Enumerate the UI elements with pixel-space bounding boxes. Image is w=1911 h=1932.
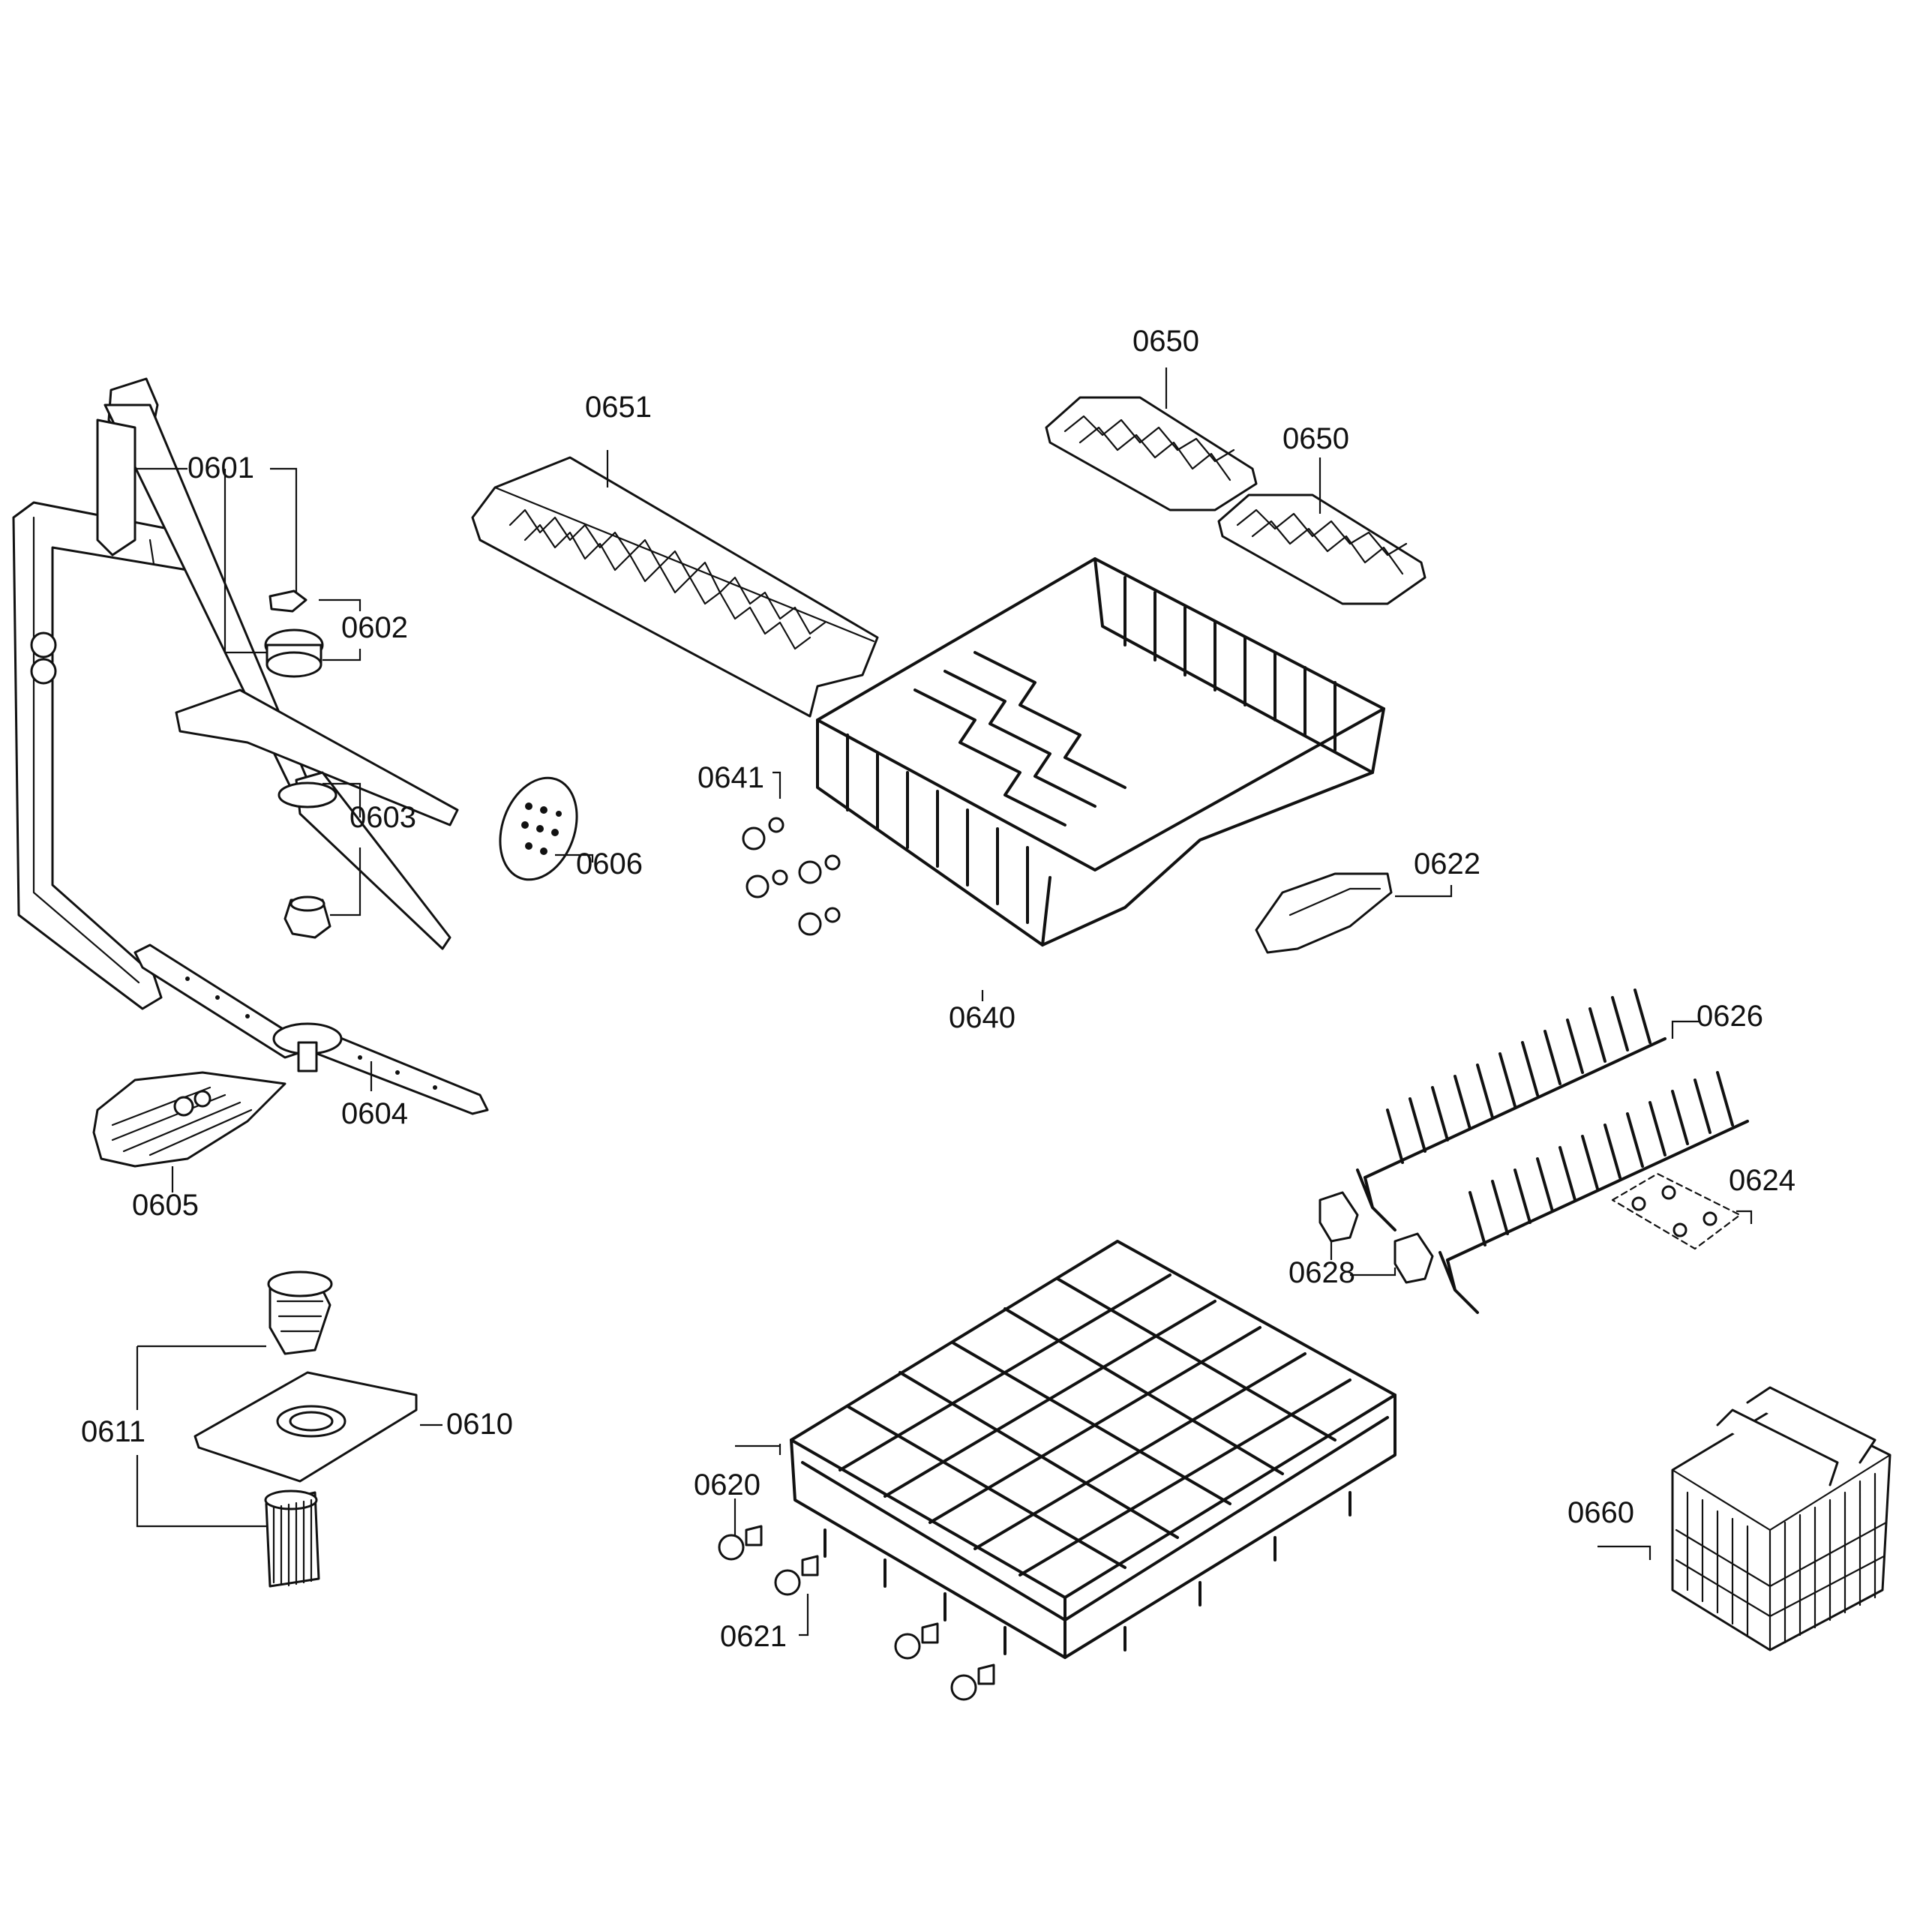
callout-labels: 0601 0602 0603 0604 0605 0606 0610 0611 … xyxy=(81,325,1796,1653)
callout-0650-lower: 0650 xyxy=(1282,422,1349,455)
callout-0651: 0651 xyxy=(585,391,652,424)
callout-0610: 0610 xyxy=(446,1408,513,1441)
callout-0624: 0624 xyxy=(1729,1164,1796,1197)
callout-0611: 0611 xyxy=(81,1415,146,1448)
part-rack-insert-a xyxy=(1045,396,1258,512)
callout-0603: 0603 xyxy=(350,801,416,834)
callout-0601: 0601 xyxy=(188,452,254,484)
leader-lines xyxy=(134,368,1753,1636)
callout-0628: 0628 xyxy=(1288,1256,1355,1289)
part-arm-bearing xyxy=(264,590,324,678)
part-micro-filter xyxy=(92,1071,286,1168)
part-rack-handle xyxy=(1255,872,1393,954)
part-filter-assembly xyxy=(194,1270,418,1588)
part-filter-disc xyxy=(499,776,578,881)
callout-0605: 0605 xyxy=(132,1189,199,1222)
part-upper-spray-arm xyxy=(96,377,459,950)
callout-0641: 0641 xyxy=(698,761,764,794)
callout-0620: 0620 xyxy=(694,1468,760,1502)
callout-0606: 0606 xyxy=(576,848,643,880)
part-folding-tines xyxy=(1356,988,1749,1314)
part-rack-insert-b xyxy=(1217,494,1426,605)
part-lower-rack-wheels xyxy=(718,1525,995,1701)
part-lower-spray-arm xyxy=(134,944,489,1115)
part-cutlery-tray xyxy=(471,456,879,718)
callout-0621: 0621 xyxy=(720,1620,787,1653)
part-tine-holders xyxy=(1318,1191,1434,1284)
callout-0626: 0626 xyxy=(1696,1000,1763,1033)
part-upper-rack xyxy=(816,557,1385,946)
part-upper-rack-rollers xyxy=(742,817,841,936)
callout-0660: 0660 xyxy=(1568,1496,1634,1529)
part-cutlery-basket xyxy=(1671,1386,1892,1652)
part-lower-rack xyxy=(790,1240,1396,1659)
callout-0604: 0604 xyxy=(341,1097,408,1130)
callout-0602: 0602 xyxy=(341,611,408,644)
part-supply-pipe xyxy=(12,501,202,1010)
part-clip-set xyxy=(1611,1172,1742,1250)
callout-0622: 0622 xyxy=(1414,848,1480,880)
callout-0640: 0640 xyxy=(949,1001,1016,1034)
callout-0650-upper: 0650 xyxy=(1132,325,1199,358)
